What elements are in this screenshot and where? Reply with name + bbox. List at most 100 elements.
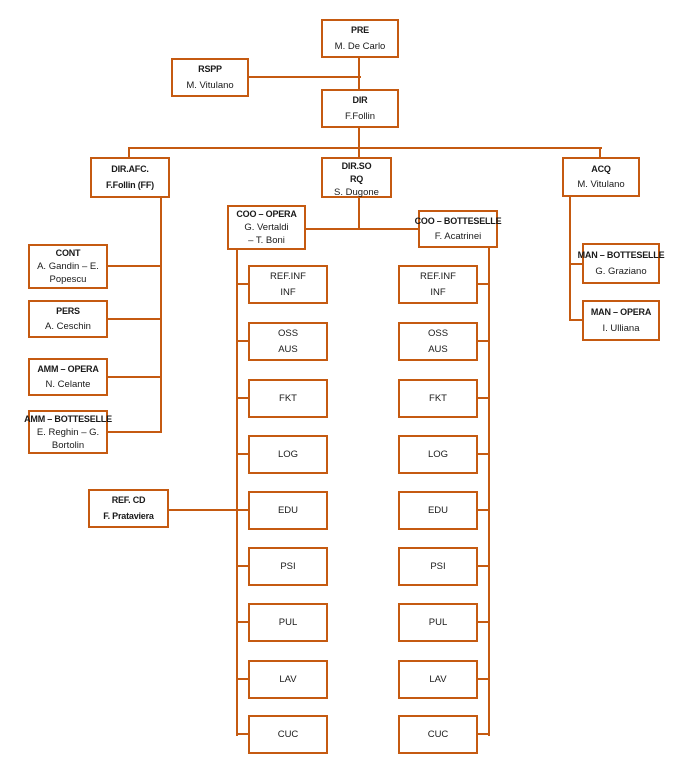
connector-line-coo-opera-column	[236, 733, 249, 735]
org-node-rcol-fkt: FKT	[398, 379, 478, 418]
org-node-subtitle: OSS	[427, 328, 449, 340]
connector-line-dirso-to-coo	[358, 197, 360, 230]
org-node-dir: DIR F.Follin	[321, 89, 399, 128]
org-node-subtitle: AUS	[278, 343, 298, 355]
org-node-subtitle: CUC	[277, 729, 299, 740]
connector-line-coo-bott-column	[477, 509, 490, 511]
org-node-subtitle: REF.INF	[270, 271, 306, 283]
connector-line-coo-opera-column	[236, 565, 249, 567]
org-node-lcol-edu: EDU	[248, 491, 328, 530]
org-node-title: F. Prataviera	[103, 510, 154, 521]
org-node-subtitle: PSI	[280, 561, 296, 572]
org-node-rcol-oss-aus: OSS AUS	[398, 322, 478, 361]
connector-line-coo-bott-column	[477, 733, 490, 735]
org-node-subtitle: AUS	[428, 343, 448, 355]
org-node-title: RSPP	[198, 64, 222, 75]
org-node-title: PRE	[351, 25, 369, 36]
org-node-subtitle: PUL	[428, 617, 448, 628]
org-node-dir-afc: DIR.AFC.F.Follin (FF)	[90, 157, 170, 198]
org-node-title: MAN – BOTTESELLE	[577, 250, 665, 260]
org-node-title: DIR	[352, 95, 368, 106]
org-node-subtitle: E. Reghin – G.	[36, 427, 100, 438]
org-node-title: ACQ	[591, 163, 611, 174]
connector-line-acq-to-children	[569, 196, 571, 321]
connector-line-coo-bott-column	[477, 621, 490, 623]
org-node-lcol-pul: PUL	[248, 603, 328, 642]
connector-line-coo-bott-column	[477, 283, 490, 285]
connector-line-coo-bott-column	[477, 678, 490, 680]
connector-line-dir-to-level2	[128, 147, 602, 149]
org-node-title: MAN – OPERA	[590, 307, 652, 317]
connector-line-refcd-to-column	[168, 509, 249, 511]
org-node-subtitle: G. Graziano	[595, 266, 647, 277]
org-node-subtitle: N. Celante	[45, 379, 91, 390]
org-node-subtitle: FKT	[279, 393, 297, 404]
org-node-rcol-lav: LAV	[398, 660, 478, 699]
org-node-ref-cd: REF. CD F. Prataviera	[88, 489, 169, 528]
org-node-subtitle: LAV	[279, 674, 297, 685]
org-node-acq: ACQ M. Vitulano	[562, 157, 640, 197]
connector-line-dirso-to-coo	[305, 228, 419, 230]
org-node-subtitle: LOG	[427, 449, 449, 460]
org-node-rcol-pul: PUL	[398, 603, 478, 642]
org-node-subtitle: INF	[280, 286, 296, 298]
org-node-title: PERS	[56, 306, 80, 316]
connector-line-acq-to-children	[569, 319, 583, 321]
org-node-subtitle: FKT	[429, 393, 447, 404]
org-node-subtitle: PUL	[278, 617, 298, 628]
org-node-title: COO – OPERA	[236, 209, 297, 219]
org-node-rcol-psi: PSI	[398, 547, 478, 586]
org-node-lcol-cuc: CUC	[248, 715, 328, 754]
connector-line-rspp-to-trunk	[248, 76, 361, 78]
org-node-subtitle: F. Acatrinei	[434, 231, 482, 242]
connector-line-dir-to-level2	[128, 147, 130, 158]
org-node-subtitle: M. De Carlo	[334, 40, 386, 52]
org-node-subtitle: F.Follin	[344, 110, 376, 122]
org-node-title: COO – BOTTESELLE	[414, 216, 502, 226]
org-node-man-botteselle: MAN – BOTTESELLE G. Graziano	[578, 243, 665, 284]
connector-line-coo-bott-column	[477, 340, 490, 342]
connector-line-dirafc-to-children	[107, 265, 162, 267]
connector-line-coo-opera-column	[236, 249, 238, 736]
org-node-subtitle: EDU	[277, 505, 299, 516]
org-node-coo-botteselle: COO – BOTTESELLE F. Acatrinei	[415, 210, 502, 248]
org-node-subtitle: Popescu	[49, 274, 87, 285]
org-node-title: F.Follin (FF)	[106, 180, 154, 190]
connector-line-coo-bott-column	[477, 453, 490, 455]
connector-line-coo-opera-column	[236, 283, 249, 285]
connector-line-coo-opera-column	[236, 453, 249, 455]
connector-line-coo-opera-column	[236, 340, 249, 342]
org-node-subtitle: REF.INF	[420, 271, 456, 283]
connector-line-coo-bott-column	[477, 397, 490, 399]
connector-line-coo-opera-column	[236, 397, 249, 399]
connector-line-dir-to-level2	[358, 127, 360, 149]
org-node-title: RQ	[349, 174, 364, 184]
connector-line-coo-bott-column	[488, 247, 490, 736]
org-node-title: DIR.SO	[341, 161, 372, 171]
org-node-subtitle: INF	[430, 286, 446, 298]
org-node-subtitle: – T. Boni	[248, 235, 285, 246]
connector-line-dir-to-level2	[358, 147, 360, 158]
org-node-rcol-ref-inf: REF.INF INF	[398, 265, 478, 304]
org-node-title: REF. CD	[111, 495, 146, 506]
connector-line-dirafc-to-children	[107, 376, 162, 378]
org-node-rcol-cuc: CUC	[398, 715, 478, 754]
org-node-title: CONT	[55, 248, 81, 258]
org-node-title: AMM – BOTTESELLE	[24, 414, 112, 424]
connector-line-coo-bott-column	[477, 565, 490, 567]
connector-line-dirafc-to-children	[107, 318, 162, 320]
org-node-subtitle: EDU	[427, 505, 449, 516]
connector-line-pre-to-dir	[358, 57, 360, 90]
org-node-rcol-log: LOG	[398, 435, 478, 474]
org-node-subtitle: M. Vitulano	[577, 179, 625, 191]
org-node-lcol-log: LOG	[248, 435, 328, 474]
org-node-rcol-edu: EDU	[398, 491, 478, 530]
